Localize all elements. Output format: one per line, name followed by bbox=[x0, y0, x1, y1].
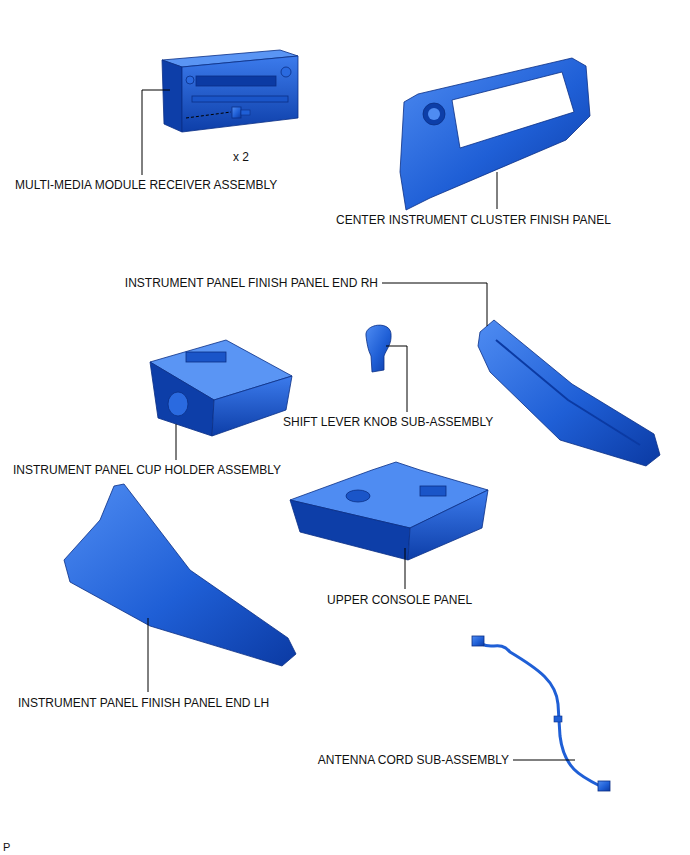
part-label: INSTRUMENT PANEL FINISH PANEL END RH bbox=[125, 276, 378, 290]
part-label: SHIFT LEVER KNOB SUB-ASSEMBLY bbox=[283, 415, 493, 429]
bolt-guide bbox=[186, 112, 231, 118]
receiver-front bbox=[182, 56, 298, 132]
cup-holder-front bbox=[150, 362, 214, 436]
antenna-connector bbox=[472, 636, 484, 646]
leader-line bbox=[142, 90, 170, 175]
part-label: UPPER CONSOLE PANEL bbox=[327, 593, 472, 607]
receiver-knob bbox=[281, 67, 291, 77]
cup-holder-hole bbox=[168, 392, 188, 416]
leader-line bbox=[405, 548, 406, 589]
cup-holder-slot bbox=[186, 352, 226, 362]
rh-panel-ridge bbox=[496, 340, 640, 445]
leader-line bbox=[382, 283, 487, 326]
antenna-clip bbox=[554, 716, 562, 722]
receiver-knob bbox=[186, 76, 194, 84]
quantity-note: x 2 bbox=[233, 150, 249, 164]
console-side bbox=[408, 490, 488, 560]
leader-line bbox=[513, 760, 575, 761]
vent-ring bbox=[423, 103, 445, 125]
cup-holder-drawing bbox=[150, 340, 292, 436]
leader-line bbox=[386, 346, 407, 412]
leader-line bbox=[148, 618, 149, 692]
part-label: MULTI-MEDIA MODULE RECEIVER ASSEMBLY bbox=[15, 178, 277, 192]
part-label: CENTER INSTRUMENT CLUSTER FINISH PANEL bbox=[336, 213, 611, 227]
part-label: INSTRUMENT PANEL CUP HOLDER ASSEMBLY bbox=[13, 463, 281, 477]
bolt-shank bbox=[241, 110, 250, 115]
leader-line bbox=[497, 172, 498, 209]
receiver-drawing bbox=[162, 50, 298, 132]
console-opening bbox=[346, 490, 370, 502]
console-drawing bbox=[290, 462, 488, 560]
bolt-symbol bbox=[232, 107, 250, 118]
receiver-slot bbox=[196, 76, 276, 86]
leader-line bbox=[176, 424, 177, 460]
part-label: ANTENNA CORD SUB-ASSEMBLY bbox=[318, 753, 509, 767]
shift-knob-drawing bbox=[366, 325, 391, 372]
antenna-connector bbox=[598, 781, 610, 791]
lh-panel-drawing bbox=[64, 484, 296, 666]
console-switch bbox=[420, 486, 446, 496]
antenna-drawing bbox=[472, 636, 610, 791]
vent-center bbox=[428, 108, 440, 120]
cup-holder-side bbox=[212, 376, 292, 436]
receiver-side bbox=[162, 60, 182, 132]
bolt-head bbox=[232, 107, 241, 118]
receiver-buttons bbox=[192, 96, 288, 102]
part-label: INSTRUMENT PANEL FINISH PANEL END LH bbox=[18, 696, 269, 710]
rh-panel-drawing bbox=[478, 320, 660, 466]
page-mark: P bbox=[3, 840, 10, 854]
console-front bbox=[290, 500, 410, 560]
center-panel-drawing bbox=[400, 58, 590, 210]
